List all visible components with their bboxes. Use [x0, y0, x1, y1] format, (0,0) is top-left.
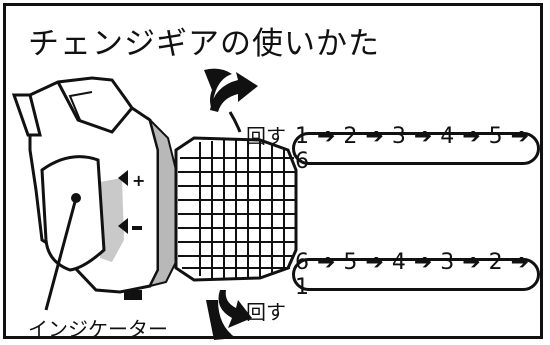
indicator-label: インジケーター	[28, 317, 168, 341]
shifter-housing: +	[11, 76, 177, 300]
gear-sequence-up: 1 ➔ 2 ➔ 3 ➔ 4 ➔ 5 ➔ 6	[292, 124, 540, 174]
rotate-label-bottom: 回す	[246, 300, 286, 324]
indicator-dot	[71, 193, 81, 203]
rotate-label-top: 回す	[246, 124, 286, 148]
rotate-up-arrow	[204, 68, 258, 133]
diagram-title: チェンジギアの使いかた	[28, 26, 380, 62]
indicator-leader-line	[44, 197, 78, 311]
rotate-down-arrow	[206, 290, 252, 340]
gear-sequence-down: 6 ➔ 5 ➔ 4 ➔ 3 ➔ 2 ➔ 1	[292, 250, 540, 300]
svg-text:+: +	[132, 171, 145, 190]
twist-grip	[174, 136, 298, 282]
